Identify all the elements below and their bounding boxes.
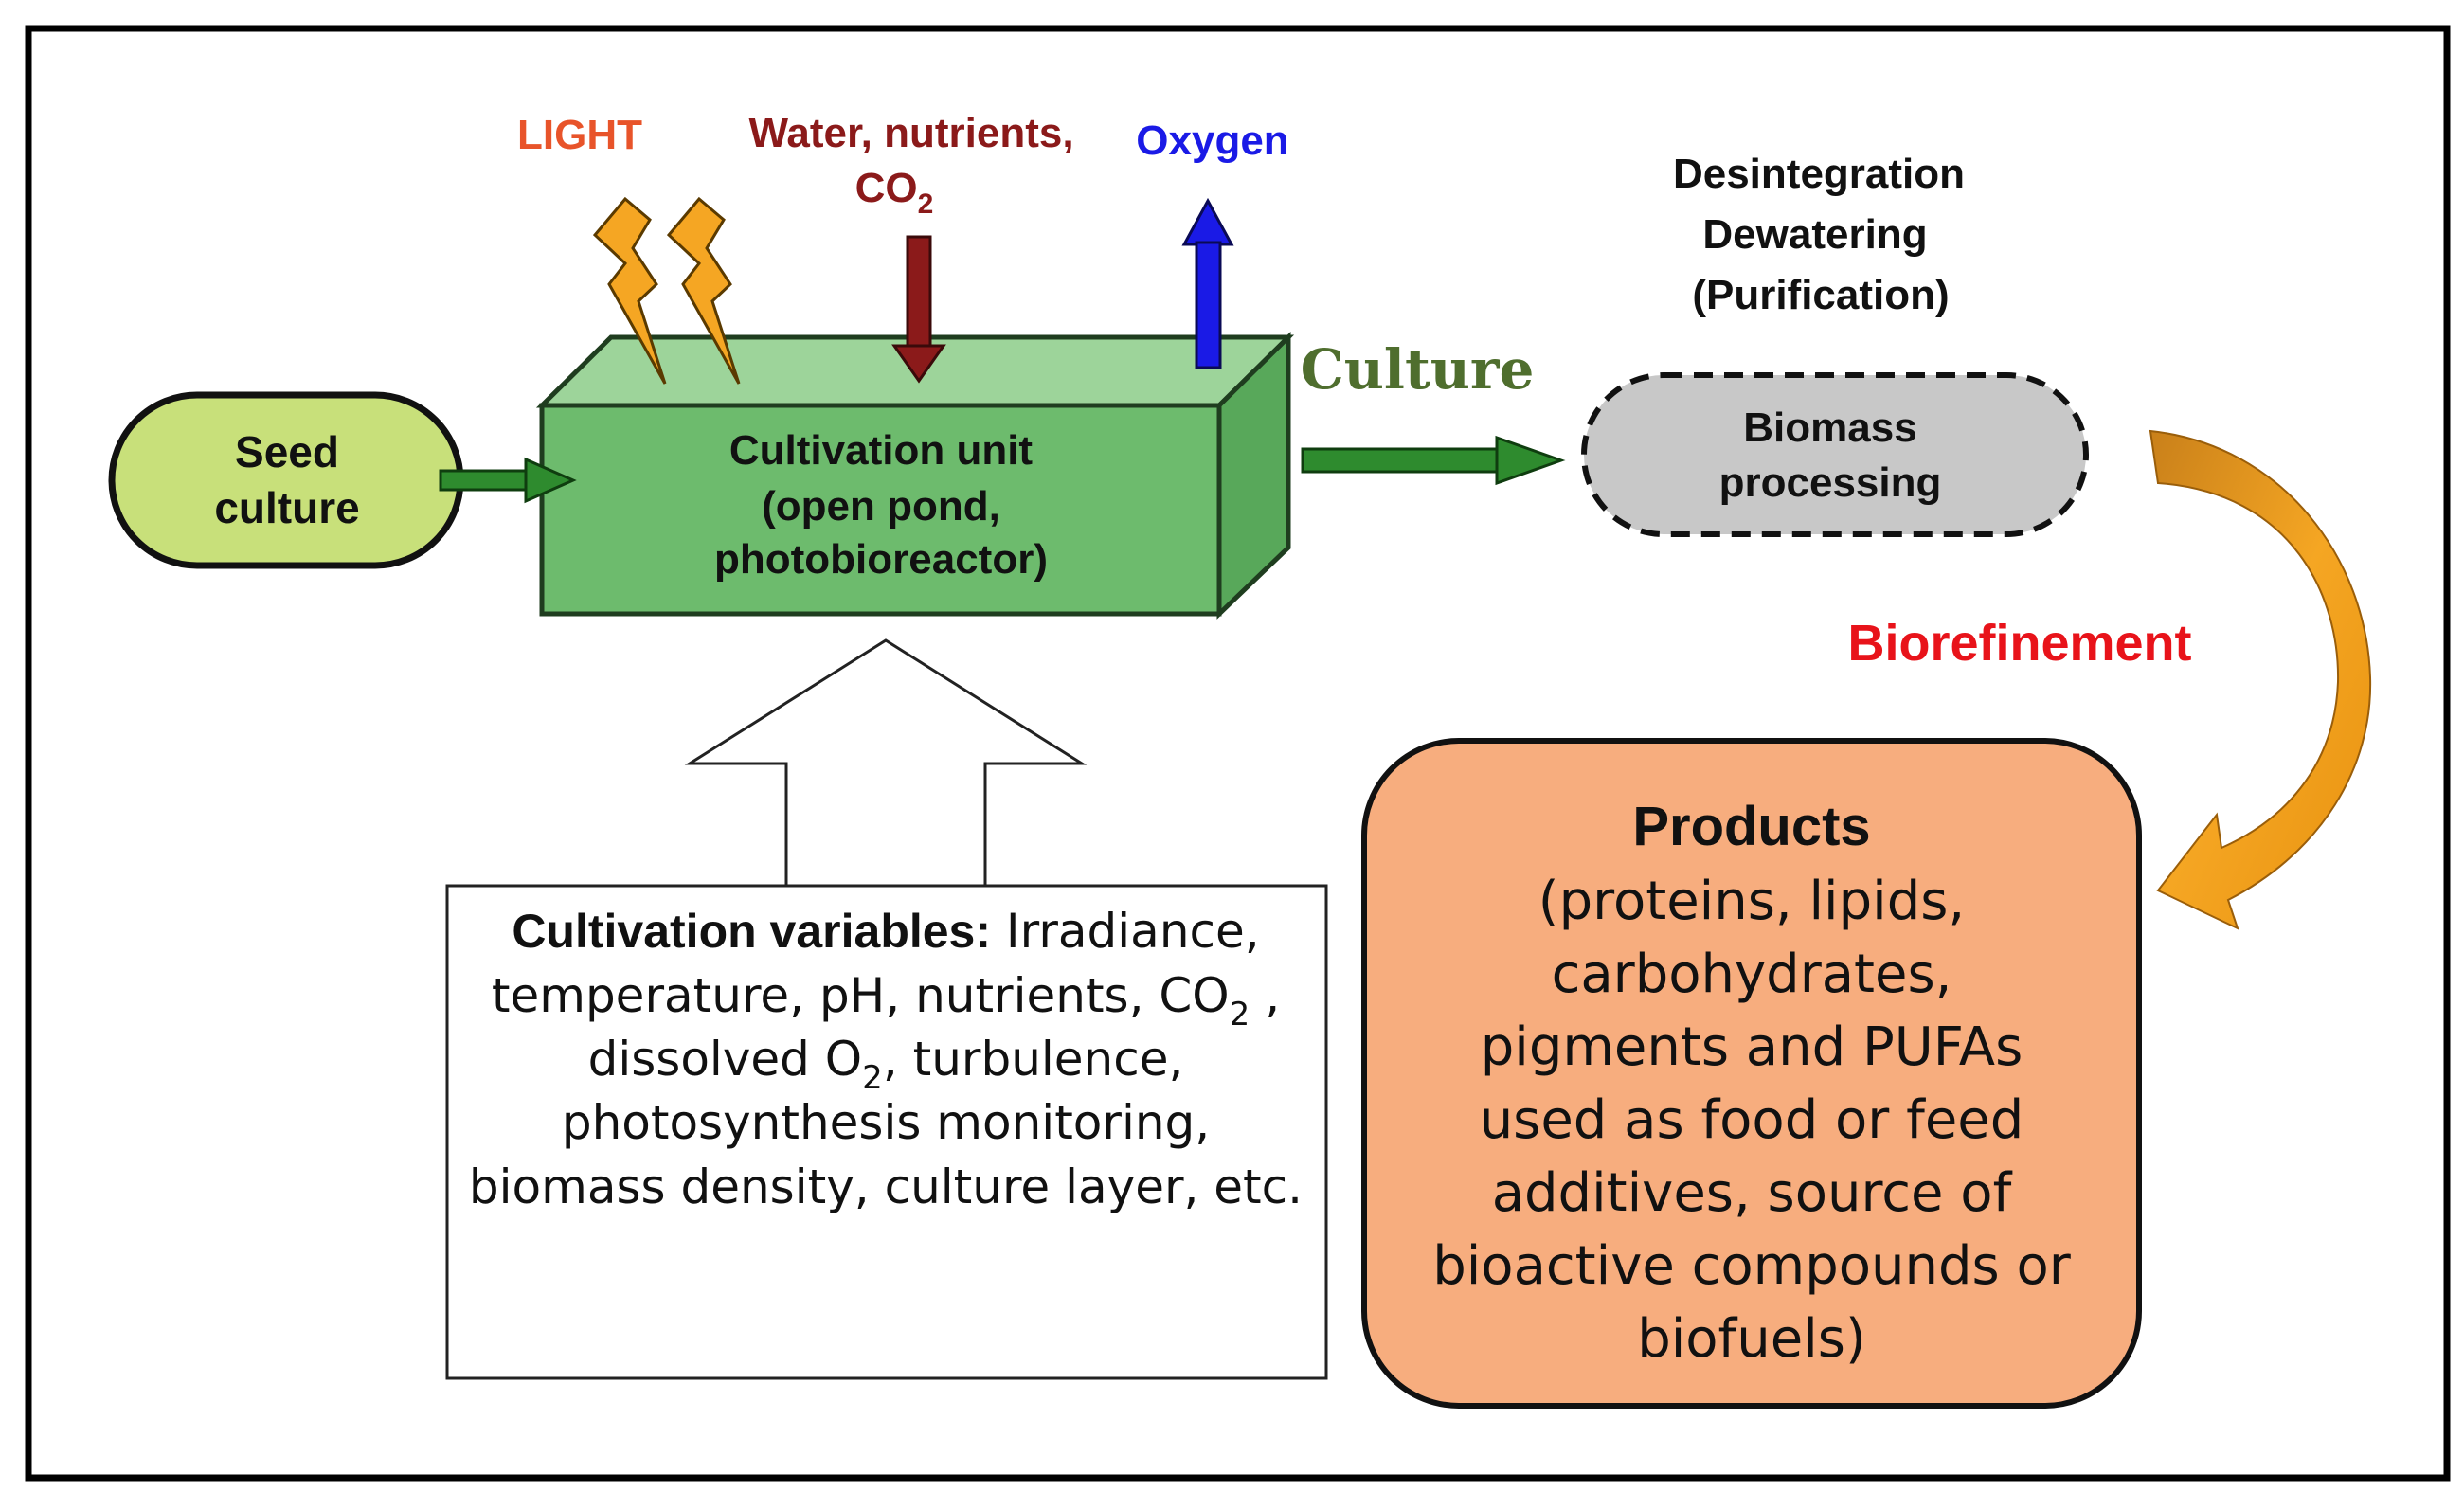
light-label: LIGHT [517, 112, 642, 158]
cultivation-variables-box [445, 884, 1328, 1380]
biomass-processing-line2: processing [1719, 459, 1942, 506]
products-line2: carbohydrates, [1552, 944, 1952, 1005]
culture-flow-arrow-icon [1301, 435, 1566, 486]
products-line1: (proteins, lipids, [1538, 871, 1965, 932]
products-line7: biofuels) [1637, 1308, 1866, 1370]
co2-input-sub: 2 [918, 189, 934, 220]
cultivation-unit-box [535, 332, 1295, 620]
biomass-processing-shape [1581, 372, 2089, 537]
water-nutrients-label: Water, nutrients, [748, 110, 1073, 156]
co2-input-label: CO2 [855, 165, 934, 220]
diagram-frame [25, 25, 2451, 1482]
seed-culture-line2: culture [214, 483, 359, 532]
variables-line2: temperature, pH, nutrients, CO2 , [492, 968, 1280, 1034]
culture-label: Culture [1301, 337, 1535, 402]
variables-line5: biomass density, culture layer, etc. [469, 1159, 1303, 1214]
variables-influence-arrow-icon [684, 638, 1088, 888]
co2-input-base: CO [855, 165, 918, 211]
products-line6: bioactive compounds or [1432, 1235, 2072, 1297]
variables-heading: Cultivation variables: [512, 905, 991, 958]
seed-to-unit-arrow-icon [439, 457, 577, 504]
products-line3: pigments and PUFAs [1481, 1016, 2023, 1078]
products-box [1361, 738, 2142, 1409]
lightning-bolt-icon [592, 196, 667, 385]
variables-line1: Cultivation variables: Irradiance, [512, 904, 1259, 959]
biorefinement-label: Biorefinement [1847, 615, 2191, 672]
cultivation-unit-title: Cultivation unit [729, 427, 1034, 474]
products-line5: additives, source of [1492, 1162, 2013, 1224]
variables-line1-rest: Irradiance, [991, 904, 1260, 959]
step-desintegration: Desintegration [1673, 151, 1965, 197]
cultivation-unit-line3: photobioreactor) [714, 536, 1048, 583]
biomass-processing-line1: Biomass [1743, 404, 1916, 451]
variables-line3-b: , turbulence, [883, 1032, 1184, 1087]
seed-culture-shape [108, 391, 464, 569]
lightning-bolt-icon [666, 196, 741, 385]
variables-line4: photosynthesis monitoring, [562, 1095, 1210, 1150]
cultivation-unit-line2: (open pond, [762, 483, 1000, 530]
variables-line3-sub: 2 [862, 1059, 883, 1097]
variables-line2-a: temperature, pH, nutrients, CO [492, 968, 1230, 1023]
products-line4: used as food or feed [1480, 1089, 2024, 1151]
seed-culture-line1: Seed [235, 427, 339, 476]
cultivation-unit-front-face [539, 403, 1222, 617]
variables-line3-a: dissolved O [588, 1032, 863, 1087]
variables-line2-sub: 2 [1230, 996, 1250, 1034]
nutrient-input-arrow-icon [891, 235, 946, 384]
oxygen-output-arrow-icon [1181, 197, 1234, 369]
variables-line2-b: , [1250, 968, 1280, 1023]
biorefinement-curved-arrow-icon [2149, 429, 2372, 930]
variables-line3: dissolved O2, turbulence, [588, 1032, 1184, 1097]
oxygen-label: Oxygen [1136, 117, 1288, 164]
products-title: Products [1632, 796, 1870, 857]
step-purification: (Purification) [1692, 272, 1949, 318]
step-dewatering: Dewatering [1702, 211, 1927, 258]
